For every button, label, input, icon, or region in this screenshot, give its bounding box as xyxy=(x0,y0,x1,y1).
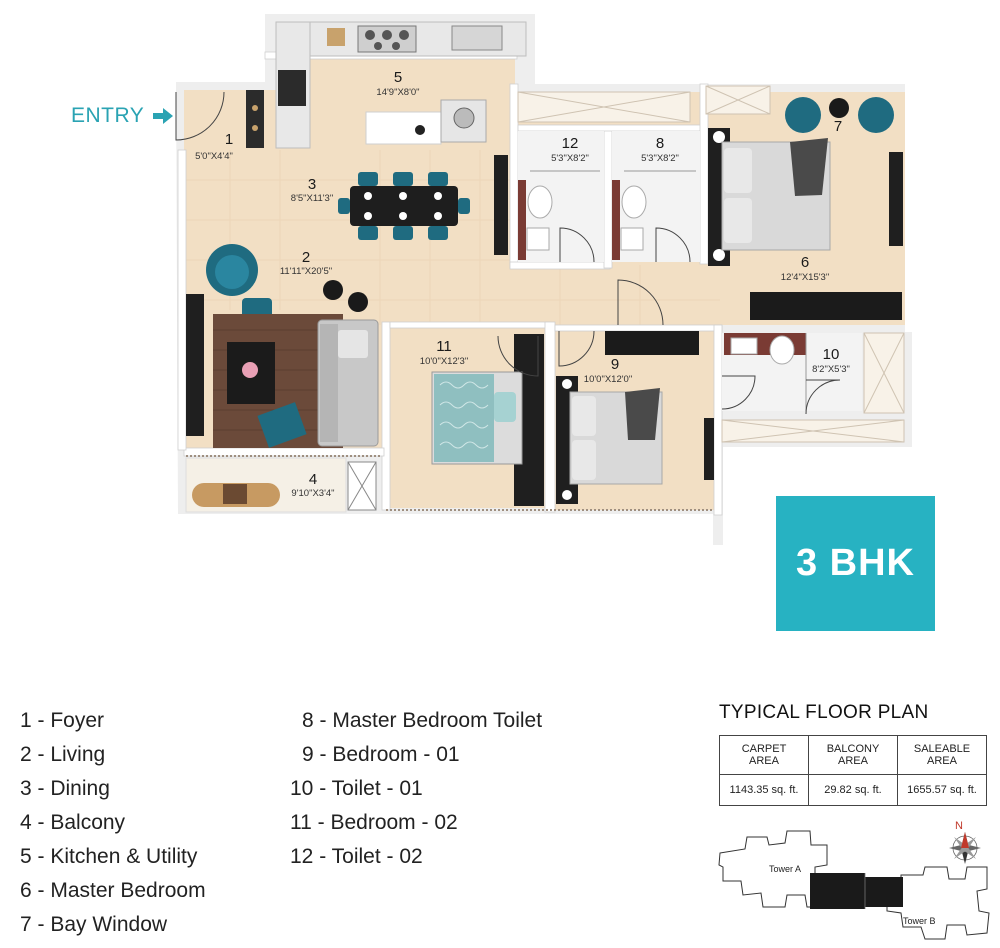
room-number: 1 xyxy=(225,131,233,148)
room-dimension: 12'4"X15'3" xyxy=(781,272,829,283)
room-number: 7 xyxy=(834,118,842,135)
balcony xyxy=(185,455,712,513)
room-dimension: 5'3"X8'2" xyxy=(641,153,679,164)
floor-plan-title: TYPICAL FLOOR PLAN xyxy=(719,702,929,723)
room-dimension: 8'5"X11'3" xyxy=(291,193,333,204)
legend-item: 10 - Toilet - 01 xyxy=(290,777,423,800)
legend-item: 12 - Toilet - 02 xyxy=(290,845,423,868)
table-value-cell: 1655.57 sq. ft. xyxy=(897,774,987,806)
dining-table xyxy=(338,172,470,240)
table-value-cell: 29.82 sq. ft. xyxy=(808,774,898,806)
room-number: 6 xyxy=(801,254,809,271)
room-legend-left: 1 - Foyer 2 - Living 3 - Dining 4 - Balc… xyxy=(20,704,206,942)
legend-item: 8 - Master Bedroom Toilet xyxy=(302,709,543,732)
bedroom-02-bed xyxy=(431,334,544,506)
room-dimension: 8'2"X5'3" xyxy=(812,364,850,375)
legend-item: 7 - Bay Window xyxy=(20,913,168,936)
living-furniture xyxy=(186,244,379,448)
tv-panel xyxy=(494,155,508,255)
room-number: 9 xyxy=(611,356,619,373)
toilet-01 xyxy=(721,332,905,443)
legend-item: 1 - Foyer xyxy=(20,709,105,732)
room-number: 12 xyxy=(562,135,579,152)
room-number: 8 xyxy=(656,135,664,152)
area-table: CARPET AREA BALCONY AREA SALEABLE AREA 1… xyxy=(719,735,987,806)
room-number: 11 xyxy=(436,338,452,355)
unit-type-badge: 3 BHK xyxy=(776,496,935,631)
bedroom-01-bed xyxy=(556,330,714,504)
site-key-plan: Tower A Tower B N xyxy=(718,820,990,940)
legend-item: 4 - Balcony xyxy=(20,811,126,834)
room-labels: 1 5'0"X4'4" 2 11'11"X20'5" 3 8'5"X11'3" … xyxy=(195,69,850,499)
floor-plan: 1 5'0"X4'4" 2 11'11"X20'5" 3 8'5"X11'3" … xyxy=(175,14,912,545)
room-dimension: 11'11"X20'5" xyxy=(280,266,332,277)
legend-item: 9 - Bedroom - 01 xyxy=(302,743,460,766)
legend-item: 3 - Dining xyxy=(20,777,110,800)
table-header-cell: BALCONY AREA xyxy=(808,735,898,775)
table-header-cell: CARPET AREA xyxy=(719,735,809,775)
toilets-top xyxy=(517,91,700,263)
north-label: N xyxy=(955,820,963,832)
room-dimension: 5'3"X8'2" xyxy=(551,153,589,164)
room-legend-right: 8 - Master Bedroom Toilet 9 - Bedroom - … xyxy=(290,704,542,874)
room-number: 3 xyxy=(308,176,316,193)
entry-label: ENTRY xyxy=(71,104,145,127)
master-bed xyxy=(617,85,903,326)
foyer-door xyxy=(175,90,264,148)
entry-arrow-icon xyxy=(153,108,173,124)
room-dimension: 10'0"X12'0" xyxy=(584,374,632,385)
room-number: 2 xyxy=(302,249,310,266)
table-header-cell: SALEABLE AREA xyxy=(897,735,987,775)
kitchen-counter xyxy=(275,21,527,149)
tower-a-label: Tower A xyxy=(769,864,801,874)
legend-item: 11 - Bedroom - 02 xyxy=(290,811,458,834)
room-number: 10 xyxy=(823,346,840,363)
room-dimension: 14'9"X8'0" xyxy=(376,87,419,98)
legend-item: 2 - Living xyxy=(20,743,106,766)
room-number: 4 xyxy=(309,471,317,488)
tower-b-label: Tower B xyxy=(903,916,936,926)
room-dimension: 9'10"X3'4" xyxy=(291,488,334,499)
table-value-cell: 1143.35 sq. ft. xyxy=(719,774,809,806)
room-dimension: 5'0"X4'4" xyxy=(195,151,233,162)
legend-item: 5 - Kitchen & Utility xyxy=(20,845,198,868)
highlighted-tower xyxy=(810,873,903,909)
room-number: 5 xyxy=(394,69,402,86)
north-compass-icon: N xyxy=(949,820,981,864)
room-dimension: 10'0"X12'3" xyxy=(420,356,468,367)
legend-item: 6 - Master Bedroom xyxy=(20,879,206,902)
